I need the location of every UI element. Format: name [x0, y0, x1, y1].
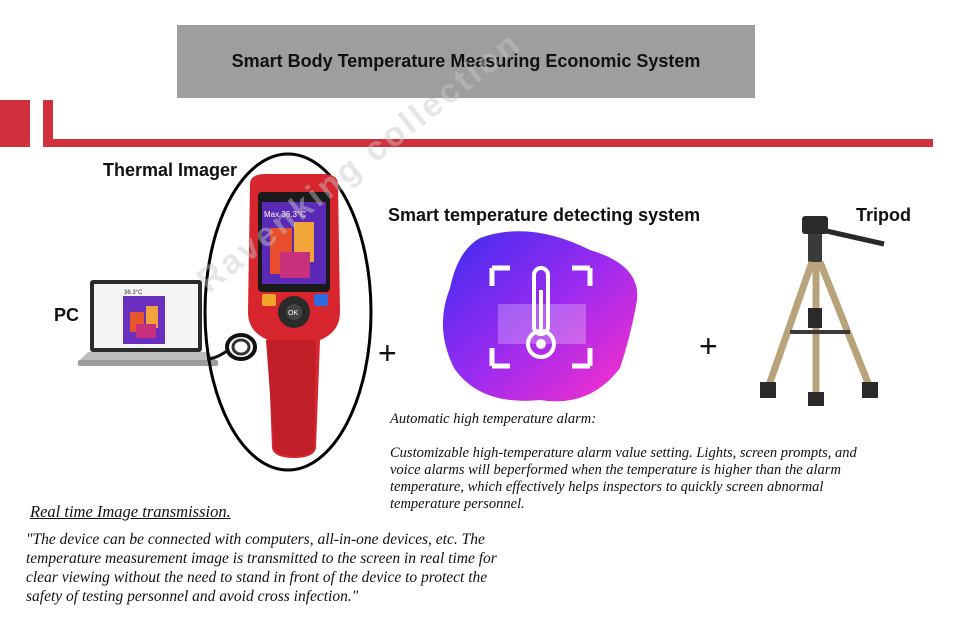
- red-accent-block: [0, 100, 30, 147]
- pc-label: PC: [54, 305, 80, 325]
- thermal-imager-label: Thermal Imager: [103, 160, 238, 180]
- plus-sign-2: +: [699, 328, 718, 364]
- red-accent-vertical: [43, 100, 53, 147]
- tripod-label: Tripod: [856, 205, 911, 225]
- alarm-heading: Automatic high temperature alarm:: [390, 411, 597, 427]
- transmission-body: "The device can be connected with comput…: [26, 531, 497, 605]
- thermal-imager-device: Max 36.3°C OK: [248, 174, 340, 458]
- laptop-icon: 36.3°C: [78, 280, 218, 366]
- tripod-icon: [760, 216, 885, 406]
- plus-sign-1: +: [378, 335, 397, 371]
- smart-system-label: Smart temperature detecting system: [388, 205, 701, 225]
- usb-cable-icon: [206, 333, 257, 361]
- device-max-temp: Max 36.3°C: [264, 210, 306, 219]
- transmission-heading: Real time Image transmission.: [30, 502, 231, 521]
- page-title: Smart Body Temperature Measuring Economi…: [231, 51, 701, 71]
- highlight-oval: [203, 152, 373, 472]
- alarm-section: Automatic high temperature alarm: Custom…: [390, 411, 890, 513]
- laptop-temp-readout: 36.3°C: [124, 290, 143, 296]
- ok-button-label: OK: [288, 310, 298, 317]
- thermometer-scan-icon: [442, 231, 638, 402]
- red-divider-line: [43, 139, 933, 147]
- alarm-body: Customizable high-temperature alarm valu…: [390, 445, 857, 512]
- page-title-box: Smart Body Temperature Measuring Economi…: [177, 25, 755, 98]
